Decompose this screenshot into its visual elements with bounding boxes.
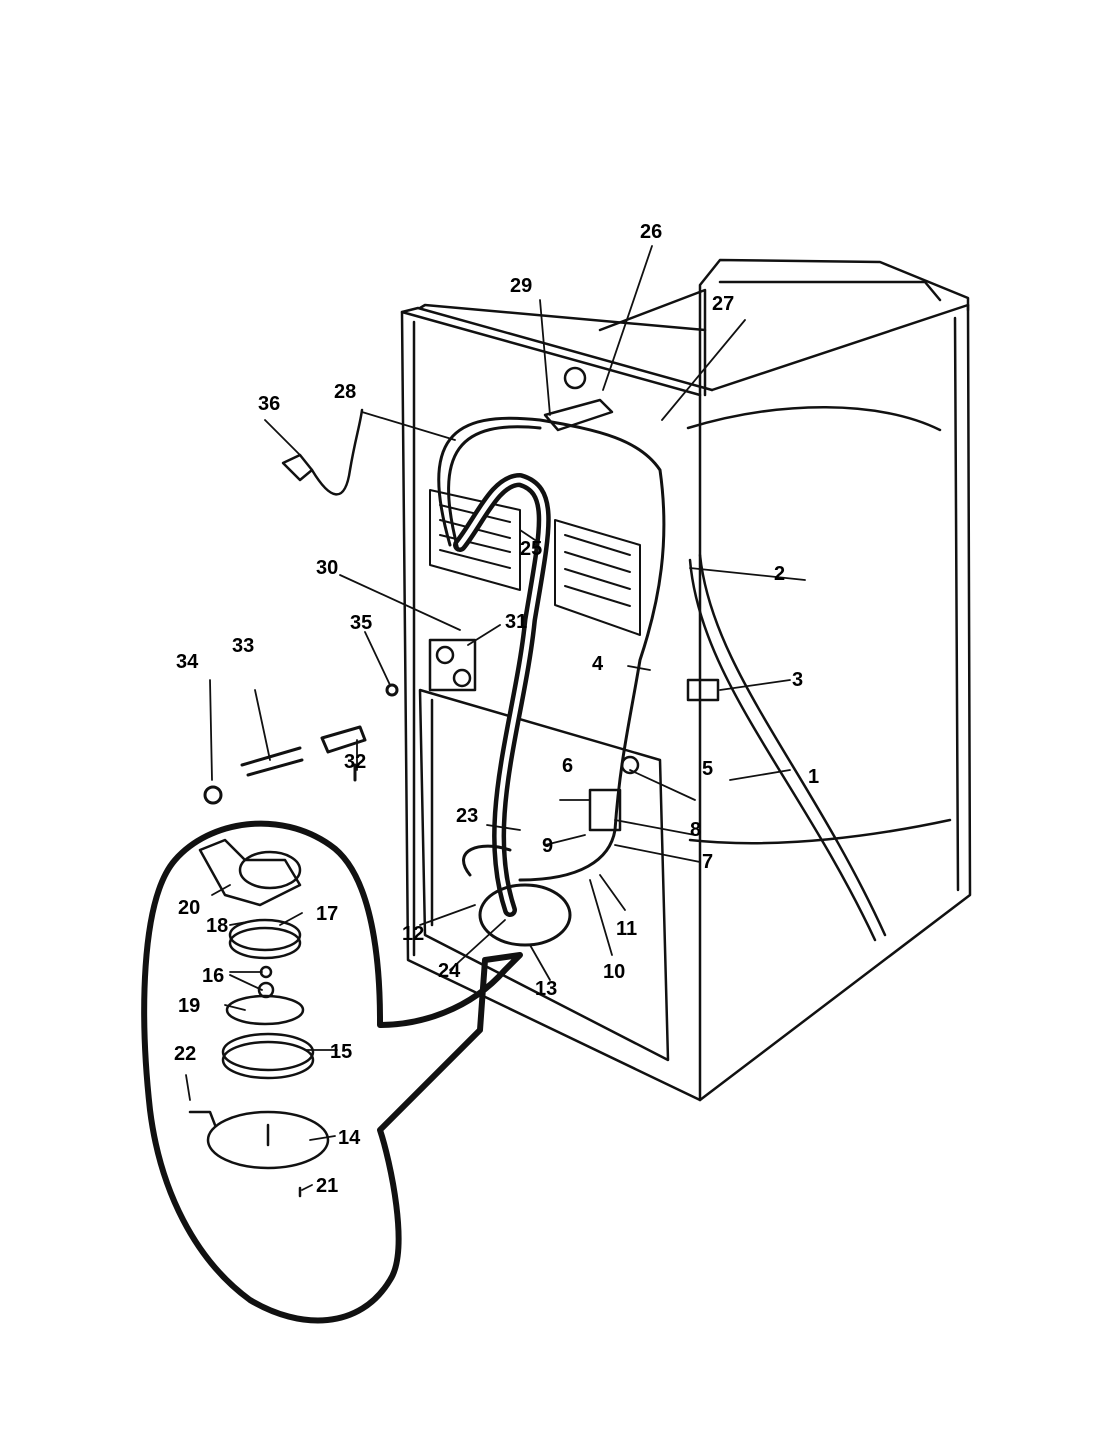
part-label-17: 17 (316, 903, 338, 925)
power-cord (281, 408, 364, 496)
leader-lines (185, 245, 806, 1191)
part-label-1: 1 (808, 766, 819, 788)
part-label-27: 27 (712, 293, 734, 315)
part-label-16: 16 (202, 965, 224, 987)
part-label-36: 36 (258, 393, 280, 415)
part-label-18: 18 (206, 915, 228, 937)
part-label-11: 11 (616, 918, 637, 940)
part-label-3: 3 (792, 669, 803, 691)
part-label-33: 33 (232, 635, 254, 657)
water-valve-bracket (428, 638, 720, 832)
part-label-19: 19 (178, 995, 200, 1017)
part-label-4: 4 (592, 653, 604, 675)
part-label-20: 20 (178, 897, 200, 919)
part-label-2: 2 (774, 563, 785, 585)
part-label-31: 31 (505, 611, 527, 633)
pump-detail-bubble (141, 820, 523, 1324)
part-label-32: 32 (344, 751, 366, 773)
part-label-28: 28 (334, 381, 356, 403)
part-label-8: 8 (690, 819, 701, 841)
drain-hose (453, 473, 551, 917)
top-bracket (543, 366, 614, 432)
part-label-21: 21 (316, 1175, 338, 1197)
part-label-25: 25 (520, 538, 542, 560)
part-label-15: 15 (330, 1041, 352, 1063)
part-label-14: 14 (338, 1127, 361, 1149)
part-label-7: 7 (702, 851, 713, 873)
part-label-5: 5 (702, 758, 713, 780)
part-label-6: 6 (562, 755, 573, 777)
washer-cabinet (400, 258, 972, 1102)
inlet-tube (688, 553, 887, 942)
part-label-34: 34 (176, 651, 199, 673)
part-label-29: 29 (510, 275, 532, 297)
part-label-12: 12 (402, 923, 424, 945)
part-label-35: 35 (350, 612, 372, 634)
part-label-10: 10 (603, 961, 625, 983)
part-label-23: 23 (456, 805, 478, 827)
pump-outline (462, 844, 572, 947)
part-label-24: 24 (438, 960, 461, 982)
part-label-13: 13 (535, 978, 557, 1000)
part-label-26: 26 (640, 221, 662, 243)
part-labels: 1 2 3 4 5 6 7 8 9 10 11 12 13 14 15 16 1… (174, 221, 819, 1197)
part-label-30: 30 (316, 557, 338, 579)
pump-detail-parts (188, 838, 330, 1198)
part-label-9: 9 (542, 835, 553, 857)
inlet-hose-exploded (203, 683, 399, 805)
part-label-22: 22 (174, 1043, 196, 1065)
